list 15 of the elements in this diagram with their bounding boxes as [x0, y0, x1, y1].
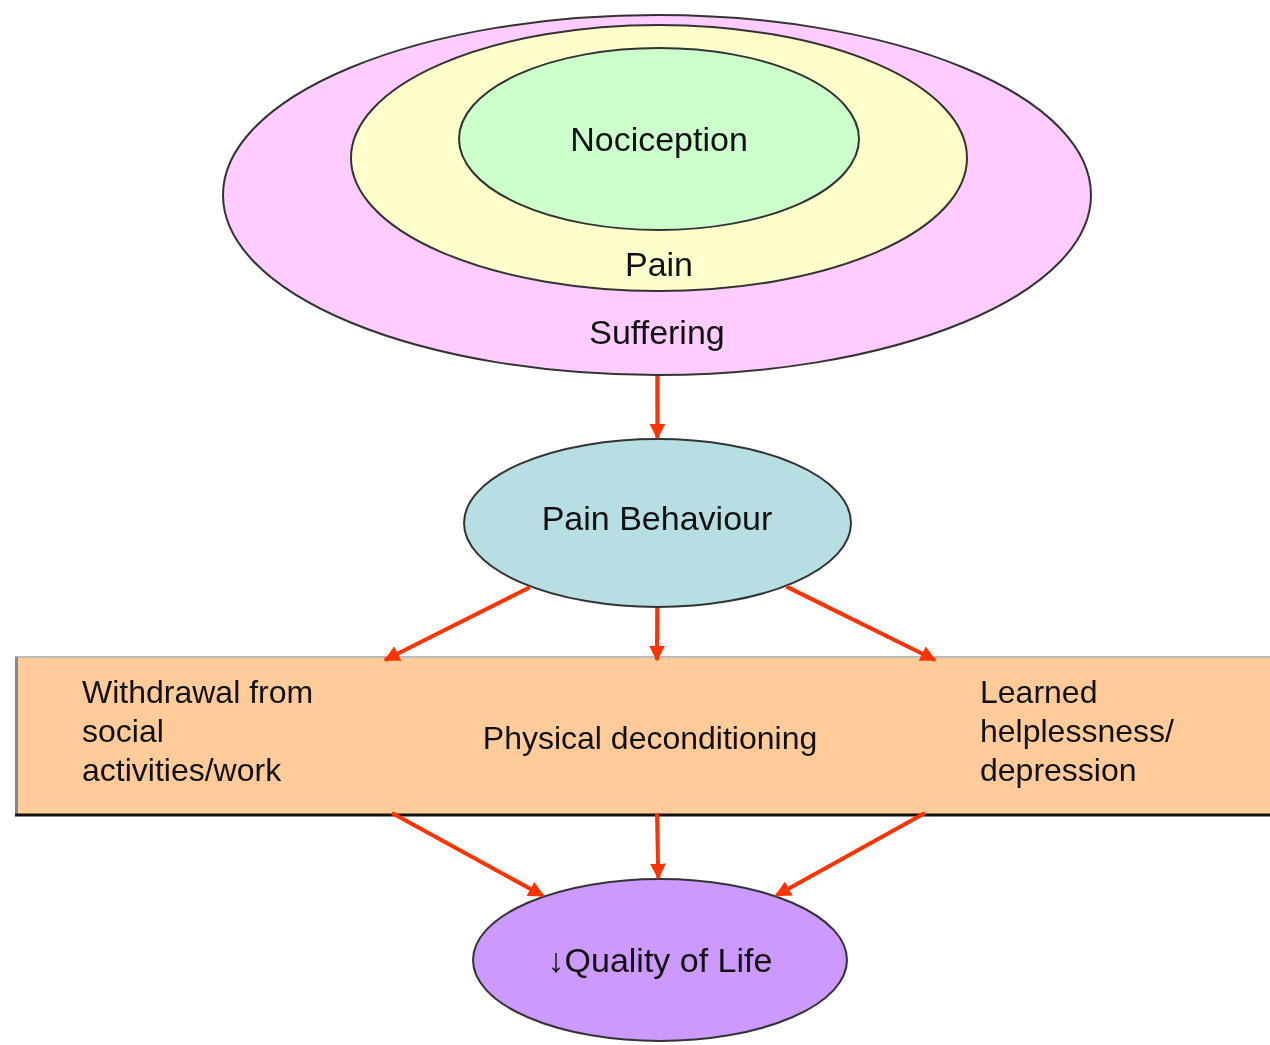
arrow — [774, 811, 926, 898]
arrow — [649, 608, 666, 662]
node-label: Physical deconditioning — [482, 719, 818, 758]
node-label: Pain Behaviour — [541, 498, 773, 539]
arrow — [785, 584, 937, 662]
arrow — [649, 376, 666, 440]
node-label: Nociception — [570, 119, 748, 160]
node-label: Learned helplessness/ depression — [980, 673, 1175, 791]
arrow — [650, 812, 666, 880]
node-label: Suffering — [589, 312, 725, 353]
node-label: ↓Quality of Life — [547, 940, 773, 981]
node-label: Pain — [624, 244, 694, 285]
arrow — [383, 585, 531, 662]
arrow — [391, 811, 545, 898]
node-label: Withdrawal from social activities/work — [82, 673, 315, 791]
